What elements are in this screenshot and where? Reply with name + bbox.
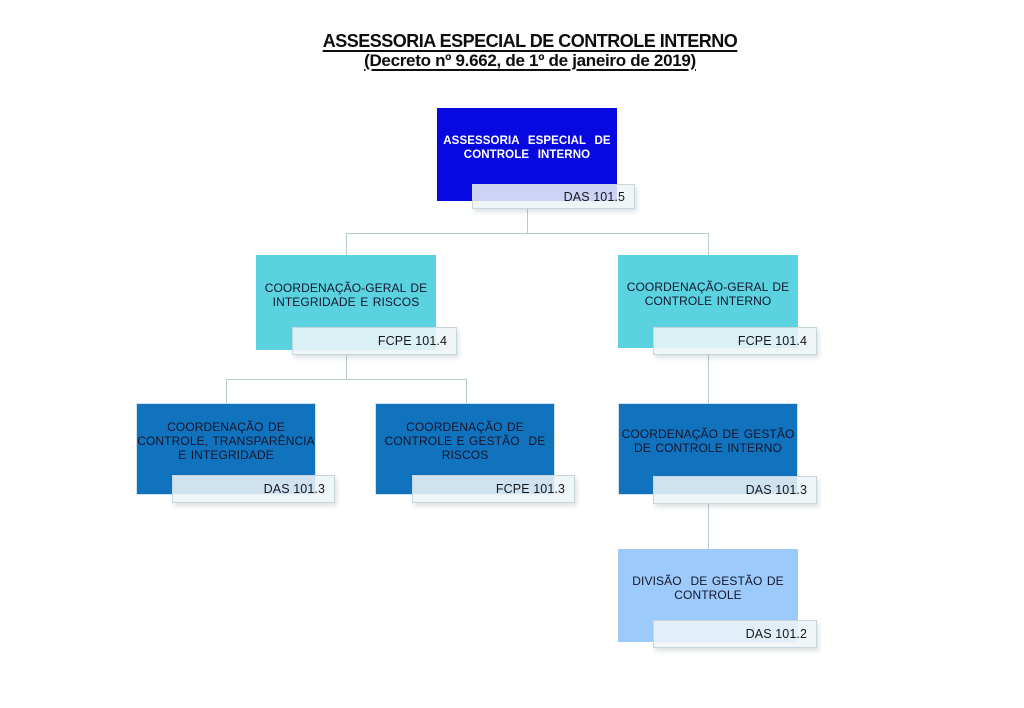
connector-level2-left-drop bbox=[346, 233, 347, 255]
connector-level2-right-drop bbox=[708, 233, 709, 255]
badge-das-101-2: DAS 101.2 bbox=[653, 620, 817, 648]
connector-level4-stem bbox=[708, 504, 709, 549]
connector-level3-crossbar bbox=[226, 379, 466, 380]
page-title: ASSESSORIA ESPECIAL DE CONTROLE INTERNO bbox=[322, 31, 738, 51]
connector-level2-crossbar bbox=[346, 233, 709, 234]
connector-root-stem bbox=[527, 209, 528, 233]
org-node-label: COORDENAÇÃO-GERAL DE CONTROLE INTERNO bbox=[626, 279, 790, 308]
org-node-label: COORDENAÇÃO-GERAL DE INTEGRIDADE E RISCO… bbox=[264, 280, 428, 309]
connector-level3-left-drop bbox=[226, 379, 227, 403]
org-node-label: COORDENAÇÃO DE CONTROLE, TRANSPARÊNCIA E… bbox=[137, 420, 315, 462]
org-node-label: ASSESSORIA ESPECIAL DE CONTROLE INTERNO bbox=[443, 135, 611, 161]
badge-das-101-3-right: DAS 101.3 bbox=[653, 476, 817, 504]
connector-level3-right-drop bbox=[466, 379, 467, 403]
badge-fcpe-101-4-right: FCPE 101.4 bbox=[653, 327, 817, 355]
org-node-label: COORDENAÇÃO DE GESTÃO DE CONTROLE INTERN… bbox=[621, 427, 795, 455]
badge-das-101-5: DAS 101.5 bbox=[472, 184, 635, 209]
connector-right-branch-stem bbox=[708, 355, 709, 404]
badge-fcpe-101-3: FCPE 101.3 bbox=[412, 475, 575, 503]
badge-das-101-3-left: DAS 101.3 bbox=[172, 475, 335, 503]
org-node-label: COORDENAÇÃO DE CONTROLE E GESTÃO DE RISC… bbox=[384, 420, 546, 462]
connector-left-branch-stem bbox=[346, 355, 347, 379]
chart-heading: ASSESSORIA ESPECIAL DE CONTROLE INTERNO … bbox=[0, 31, 1024, 71]
org-node-label: DIVISÃO DE GESTÃO DE CONTROLE bbox=[632, 573, 784, 602]
badge-fcpe-101-4-left: FCPE 101.4 bbox=[292, 327, 457, 355]
page-subtitle: (Decreto nº 9.662, de 1º de janeiro de 2… bbox=[364, 51, 696, 70]
